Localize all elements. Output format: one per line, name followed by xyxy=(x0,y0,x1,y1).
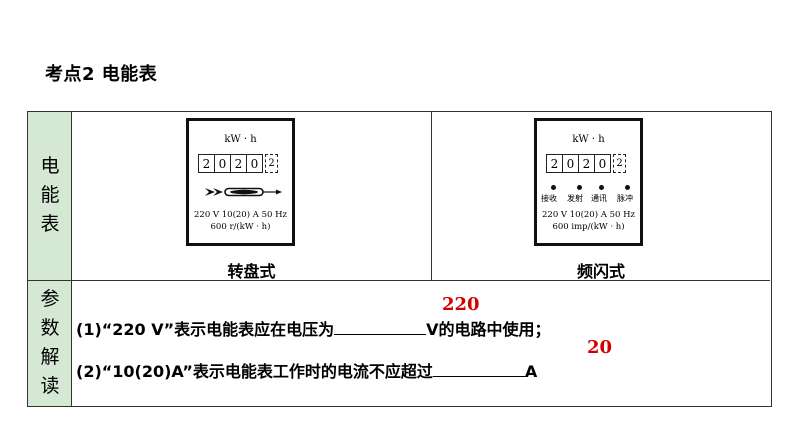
row-header-char: 能 xyxy=(40,184,60,206)
row-header-params: 参 数 解 读 xyxy=(28,281,72,406)
row-header-meter: 电 能 表 xyxy=(28,112,72,281)
meter-digit: 0 xyxy=(246,154,263,173)
meter-spec-constant: 600 imp/(kW · h) xyxy=(552,222,625,232)
row-header-char: 解 xyxy=(40,346,60,368)
meter-digit: 0 xyxy=(562,154,579,173)
led-dot-icon xyxy=(625,185,630,190)
answer-voltage: 220 xyxy=(442,294,480,315)
param-line-current: (2)“10(20)A”表示电能表工作时的电流不应超过 A xyxy=(76,358,537,382)
led-dot-icon xyxy=(551,185,556,190)
led-dot-icon xyxy=(577,185,582,190)
rotary-meter-caption: 转盘式 xyxy=(227,262,276,281)
rotary-meter-illustration: kW · h 2 0 2 0 2 220 V 10(20) A 50 Hz 60… xyxy=(186,118,295,246)
rotating-disc-icon xyxy=(205,187,282,197)
param-text: (2)“10(20)A”表示电能表工作时的电流不应超过 xyxy=(76,362,433,381)
meter-digit: 2 xyxy=(546,154,563,173)
meter-digit-counter: 2 0 2 0 2 xyxy=(546,154,626,173)
meter-digit: 0 xyxy=(594,154,611,173)
row-header-char: 电 xyxy=(40,155,60,177)
led-label: 发射 xyxy=(567,194,583,203)
meter-digit-counter: 2 0 2 0 2 xyxy=(198,154,278,173)
answer-current: 20 xyxy=(587,337,613,358)
led-label: 通讯 xyxy=(591,194,607,203)
answer-blank xyxy=(432,362,525,377)
row-header-char: 读 xyxy=(40,375,60,397)
param-text: A xyxy=(524,362,538,381)
meter-digit: 0 xyxy=(214,154,231,173)
section-title: 考点2 电能表 xyxy=(45,64,158,85)
led-label: 接收 xyxy=(541,194,557,203)
meter-digit-decimal: 2 xyxy=(613,154,626,173)
param-text: (1)“220 V”表示电能表应在电压为 xyxy=(76,320,335,339)
meter-spec-constant: 600 r/(kW · h) xyxy=(210,222,271,232)
row-header-char: 数 xyxy=(40,317,60,339)
pulse-meter-illustration: kW · h 2 0 2 0 2 接收 发射 通讯 脉冲 220 V 10(20… xyxy=(534,118,643,246)
led-indicator-row: 接收 发射 通讯 脉冲 xyxy=(537,185,640,205)
param-text: V的电路中使用； xyxy=(426,320,551,339)
led-label: 脉冲 xyxy=(617,194,633,203)
row-header-char: 表 xyxy=(40,213,60,235)
meter-digit: 2 xyxy=(578,154,595,173)
pulse-meter-caption: 频闪式 xyxy=(576,262,625,281)
meter-spec-rating: 220 V 10(20) A 50 Hz xyxy=(542,210,635,220)
row-header-char: 参 xyxy=(40,288,60,310)
meter-spec-rating: 220 V 10(20) A 50 Hz xyxy=(194,210,287,220)
led-dot-icon xyxy=(599,185,604,190)
meter-digit: 2 xyxy=(198,154,215,173)
meter-digit-decimal: 2 xyxy=(265,154,278,173)
answer-blank xyxy=(334,320,427,335)
param-line-voltage: (1)“220 V”表示电能表应在电压为 V的电路中使用； xyxy=(76,316,551,340)
meter-digit: 2 xyxy=(230,154,247,173)
energy-meter-table: 电 能 表 参 数 解 读 kW · h 2 0 2 0 2 xyxy=(27,111,772,407)
meter-unit: kW · h xyxy=(224,134,257,145)
parameter-explanation-cell: 220 (1)“220 V”表示电能表应在电压为 V的电路中使用； 20 (2)“… xyxy=(72,281,770,406)
pulse-meter-cell: kW · h 2 0 2 0 2 接收 发射 通讯 脉冲 220 V 10(20… xyxy=(432,112,770,281)
meter-unit: kW · h xyxy=(572,134,605,145)
rotary-meter-cell: kW · h 2 0 2 0 2 220 V 10(20) A 50 Hz 60… xyxy=(72,112,432,281)
